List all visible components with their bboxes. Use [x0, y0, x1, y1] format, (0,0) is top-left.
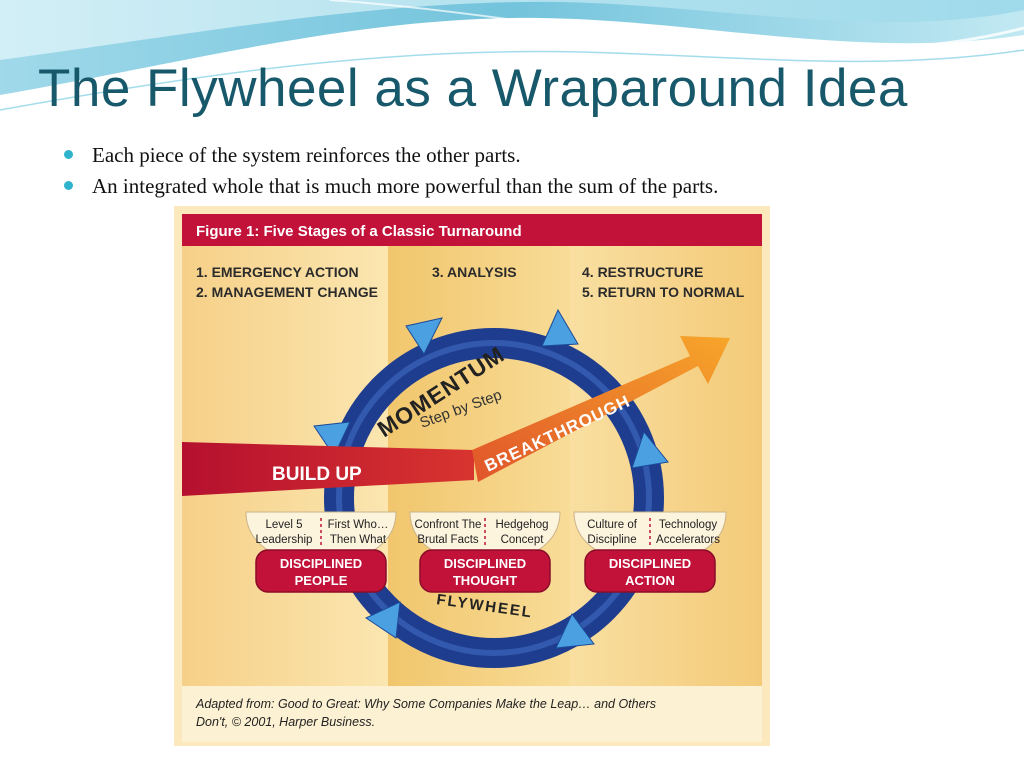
stage-label: 5. RETURN TO NORMAL [582, 284, 745, 300]
discipline-badge-line: PEOPLE [295, 573, 348, 588]
discipline-badge-line: THOUGHT [453, 573, 517, 588]
wave-banner [0, 0, 1024, 111]
group-item-line: Brutal Facts [417, 534, 479, 546]
bullet-dot-icon [64, 181, 73, 190]
source-line: Don't, © 2001, Harper Business. [196, 715, 375, 729]
ring-arrow-icon [405, 317, 443, 356]
breakthrough-arrow-icon [472, 336, 730, 482]
stage-label: 1. EMERGENCY ACTION [196, 264, 359, 280]
discipline-badge-line: ACTION [625, 573, 675, 588]
ring-arrow-icon [541, 308, 579, 347]
source-strip [182, 686, 762, 742]
group-item-line: Technology [659, 519, 717, 531]
source-line: Adapted from: Good to Great: Why Some Co… [195, 697, 656, 711]
bullet-text: Each piece of the system reinforces the … [92, 143, 521, 167]
group-item-line: Culture of [587, 519, 638, 531]
group-item-line: First Who… [328, 519, 389, 531]
group-item-line: Concept [501, 534, 545, 546]
figure-header-bar [182, 214, 762, 246]
stage-label: 2. MANAGEMENT CHANGE [196, 284, 378, 300]
stage-label: 4. RESTRUCTURE [582, 264, 703, 280]
figure-header: Figure 1: Five Stages of a Classic Turna… [196, 223, 522, 240]
discipline-badge-line: DISCIPLINED [444, 556, 526, 571]
build-up-label: BUILD UP [272, 464, 362, 485]
discipline-group-action: Culture of Discipline Technology Acceler… [573, 511, 727, 593]
group-item-line: Discipline [587, 534, 636, 546]
ring-arrow-icon [555, 613, 595, 649]
group-item-line: Level 5 [265, 519, 302, 531]
ring-arrow-icon [631, 430, 669, 469]
group-item-line: Then What [330, 534, 387, 546]
ring-arrow-icon [364, 601, 401, 639]
bullet-item: Each piece of the system reinforces the … [62, 140, 718, 171]
bullet-list: Each piece of the system reinforces the … [62, 140, 718, 202]
bullet-item: An integrated whole that is much more po… [62, 171, 718, 202]
group-item-line: Hedgehog [495, 519, 548, 531]
bullet-dot-icon [64, 150, 73, 159]
group-item-line: Accelerators [656, 534, 720, 546]
bullet-text: An integrated whole that is much more po… [92, 174, 719, 198]
flywheel-ring-highlight [336, 340, 652, 656]
discipline-group-people: Level 5 Leadership First Who… Then What … [245, 511, 397, 593]
group-item-line: Confront The [415, 519, 482, 531]
discipline-badge-line: DISCIPLINED [609, 556, 691, 571]
slide-title: The Flywheel as a Wraparound Idea [38, 59, 908, 118]
discipline-group-thought: Confront The Brutal Facts Hedgehog Conce… [409, 511, 561, 593]
discipline-badge-line: DISCIPLINED [280, 556, 362, 571]
group-item-line: Leadership [256, 534, 313, 546]
build-up-bar [182, 442, 474, 496]
turnaround-figure: Figure 1: Five Stages of a Classic Turna… [174, 206, 770, 746]
ring-arrow-icon [313, 421, 351, 458]
stage-label: 3. ANALYSIS [432, 264, 517, 280]
